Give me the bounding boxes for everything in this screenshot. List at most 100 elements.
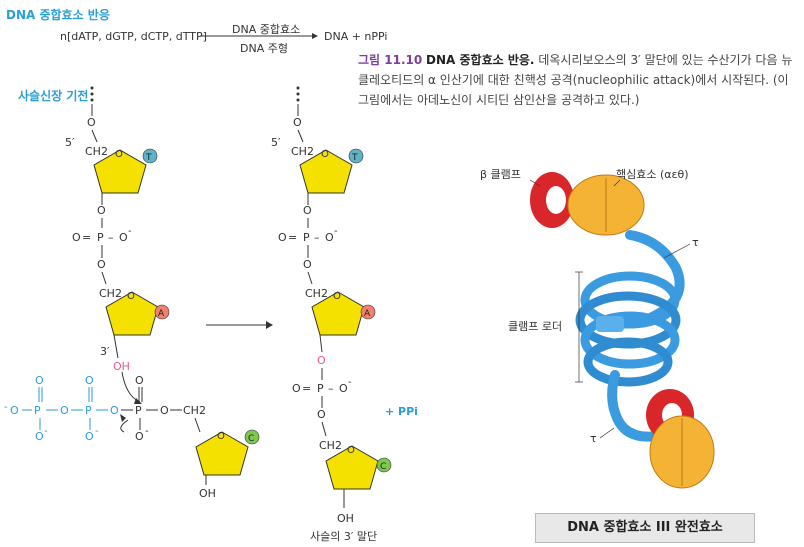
svg-text:A: A bbox=[158, 309, 165, 319]
three-prime-label: 3′ bbox=[100, 345, 110, 358]
tau-tube-bottom bbox=[607, 370, 663, 442]
svg-text:CH2: CH2 bbox=[319, 439, 342, 452]
chain-end-label: 사슬의 3′ 말단 bbox=[310, 530, 377, 543]
svg-text:-: - bbox=[128, 226, 132, 237]
sugar-ring bbox=[195, 431, 249, 476]
svg-text:O: O bbox=[35, 430, 44, 443]
core-enzyme-label: 핵심효소 (αεθ) bbox=[616, 168, 689, 181]
svg-text:=: = bbox=[82, 231, 91, 244]
svg-text:T: T bbox=[351, 153, 358, 163]
svg-text:=: = bbox=[302, 382, 311, 395]
svg-text:O: O bbox=[115, 149, 123, 160]
svg-text:O: O bbox=[333, 291, 341, 302]
svg-text:O: O bbox=[217, 431, 225, 442]
svg-text:O: O bbox=[160, 404, 169, 417]
svg-text:O: O bbox=[303, 204, 312, 217]
svg-text:O: O bbox=[292, 382, 301, 395]
five-prime-label: 5′ bbox=[65, 136, 75, 149]
svg-text:P: P bbox=[317, 382, 324, 395]
svg-text:O: O bbox=[119, 231, 128, 244]
svg-text:OH: OH bbox=[337, 512, 354, 525]
svg-text:O: O bbox=[60, 404, 69, 417]
svg-text:OH: OH bbox=[199, 487, 216, 500]
base-a-icon bbox=[154, 304, 170, 320]
svg-text:P: P bbox=[303, 231, 310, 244]
equation-template: DNA 주형 bbox=[240, 42, 288, 55]
caption-figure-number: 그림 11.10 bbox=[358, 53, 423, 67]
svg-text:–: – bbox=[314, 231, 320, 244]
svg-text:A: A bbox=[364, 309, 371, 319]
svg-text:=: = bbox=[288, 231, 297, 244]
svg-text:–: – bbox=[328, 382, 334, 395]
svg-text:O: O bbox=[317, 408, 326, 421]
hydroxyl-label: OH bbox=[113, 360, 130, 373]
svg-text:O: O bbox=[97, 258, 106, 271]
svg-text:O: O bbox=[135, 374, 144, 387]
caption-text: 데옥시리보오스의 3′ 말단에 있는 수산기가 다음 뉴클레오티드의 α 인산기… bbox=[358, 53, 793, 107]
sugar-ring bbox=[299, 149, 353, 194]
svg-text:O: O bbox=[293, 116, 302, 129]
figure-title: DNA 중합효소 반응 bbox=[6, 8, 110, 22]
left-strand: O 5′ CH2 O T O O = P – O - O CH2 O A 3′ … bbox=[4, 86, 260, 500]
svg-text:O: O bbox=[325, 231, 334, 244]
beta-clamp-label: β 클램프 bbox=[480, 168, 521, 181]
equation-enzyme: DNA 중합효소 bbox=[232, 23, 301, 36]
svg-text:C: C bbox=[380, 462, 386, 472]
base-a-icon bbox=[360, 304, 376, 320]
svg-text:CH2: CH2 bbox=[291, 145, 314, 158]
svg-text:O: O bbox=[10, 404, 19, 417]
svg-text:-: - bbox=[4, 402, 8, 413]
svg-text:O: O bbox=[317, 354, 326, 367]
svg-text:O: O bbox=[303, 258, 312, 271]
base-t-icon bbox=[142, 148, 158, 164]
equation-products: DNA + nPPi bbox=[324, 30, 388, 43]
svg-text:O: O bbox=[347, 445, 355, 456]
plus-ppi-label: + PPi bbox=[385, 405, 418, 418]
svg-text:O: O bbox=[278, 231, 287, 244]
svg-text:O: O bbox=[321, 149, 329, 160]
right-strand: O 5′ CH2 O T O O = P – O - O CH2 O A O O… bbox=[271, 86, 392, 543]
svg-text:-: - bbox=[348, 377, 352, 388]
base-c-icon bbox=[244, 429, 260, 445]
caption-figure-title: DNA 중합효소 반응. bbox=[426, 53, 535, 67]
base-c-icon bbox=[376, 457, 392, 473]
phosphorus-label: P bbox=[97, 231, 104, 244]
polymerase-iii-holoenzyme bbox=[529, 172, 715, 489]
svg-text:CH2: CH2 bbox=[183, 404, 206, 417]
svg-text:CH2: CH2 bbox=[99, 287, 122, 300]
holoenzyme-label: DNA 중합효소 III 완전효소 bbox=[535, 513, 755, 543]
svg-text:O: O bbox=[72, 231, 81, 244]
svg-text:-: - bbox=[145, 426, 149, 437]
sugar-ring bbox=[93, 149, 147, 194]
tau-top-label: τ bbox=[692, 236, 699, 249]
svg-text:P: P bbox=[135, 404, 142, 417]
elongation-label: 사슬신장 기전 bbox=[18, 89, 89, 103]
svg-text:O: O bbox=[135, 430, 144, 443]
clamp-loader-label: 클램프 로더 bbox=[508, 320, 563, 333]
svg-text:5′: 5′ bbox=[271, 136, 281, 149]
sugar-ring bbox=[311, 291, 365, 336]
base-t-icon bbox=[348, 148, 364, 164]
tau-bottom-label: τ bbox=[590, 432, 597, 445]
svg-text:O: O bbox=[85, 430, 94, 443]
svg-text:-: - bbox=[334, 226, 338, 237]
svg-text:P: P bbox=[85, 404, 92, 417]
figure-caption: 그림 11.10 DNA 중합효소 반응. 데옥시리보오스의 3′ 말단에 있는… bbox=[358, 50, 798, 110]
svg-text:O: O bbox=[339, 382, 348, 395]
svg-text:P: P bbox=[34, 404, 41, 417]
svg-text:O: O bbox=[97, 204, 106, 217]
svg-text:O: O bbox=[127, 291, 135, 302]
svg-text:C: C bbox=[248, 434, 254, 444]
svg-text:-: - bbox=[95, 426, 99, 437]
svg-text:O: O bbox=[85, 374, 94, 387]
svg-text:–: – bbox=[108, 231, 114, 244]
svg-text:O: O bbox=[110, 404, 119, 417]
svg-text:CH2: CH2 bbox=[305, 287, 328, 300]
equation-reactants: n[dATP, dGTP, dCTP, dTTP] bbox=[60, 30, 207, 43]
svg-text:T: T bbox=[145, 153, 152, 163]
svg-text:-: - bbox=[44, 426, 48, 437]
oxygen-label: O bbox=[87, 116, 96, 129]
ch2-label: CH2 bbox=[85, 145, 108, 158]
sugar-ring bbox=[105, 291, 159, 336]
